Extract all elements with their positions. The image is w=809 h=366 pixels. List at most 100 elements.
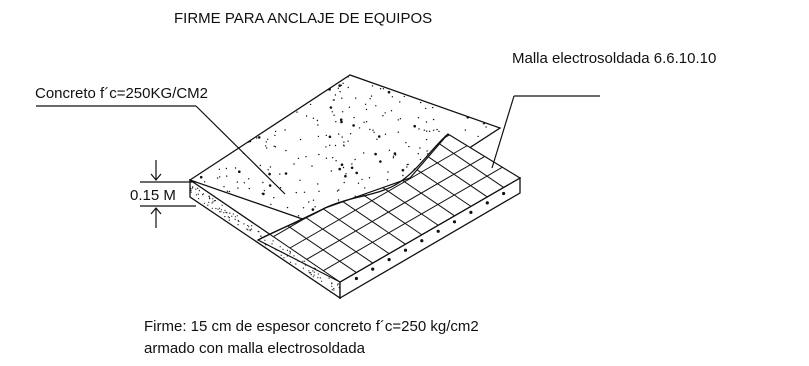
drawing-title: FIRME PARA ANCLAJE DE EQUIPOS	[174, 10, 433, 27]
speckle-dot	[459, 108, 463, 111]
speckle-dot	[478, 79, 480, 82]
speckle-dot	[497, 79, 499, 81]
speckle-dot	[215, 107, 218, 110]
speckle-dot	[379, 88, 382, 90]
speckle-dot	[194, 103, 197, 105]
speckle-dot	[267, 169, 269, 171]
speckle-dot	[496, 224, 499, 226]
speckle-dot	[284, 129, 286, 131]
speckle-dot	[247, 123, 251, 127]
speckle-dot	[313, 271, 315, 273]
speckle-dot	[364, 103, 367, 106]
speckle-dot	[338, 75, 341, 78]
speckle-dot	[289, 253, 291, 255]
speckle-dot	[297, 260, 299, 262]
speckle-dot	[386, 179, 389, 181]
speckle-dot	[479, 113, 481, 116]
speckle-dot	[370, 80, 373, 82]
speckle-dot	[290, 261, 292, 263]
speckle-dot	[317, 135, 320, 138]
speckle-dot	[337, 283, 339, 285]
speckle-dot	[219, 176, 221, 178]
speckle-dot	[270, 77, 272, 79]
speckle-dot	[194, 128, 198, 131]
speckle-dot	[267, 89, 271, 93]
speckle-dot	[336, 190, 339, 192]
speckle-dot	[207, 204, 209, 206]
speckle-dot	[282, 248, 284, 250]
speckle-dot	[280, 254, 282, 256]
speckle-dot	[261, 192, 263, 195]
speckle-dot	[226, 124, 228, 126]
rebar-end	[485, 201, 489, 205]
speckle-dot	[277, 75, 279, 76]
speckle-dot	[425, 121, 428, 123]
speckle-dot	[243, 223, 245, 225]
speckle-dot	[355, 97, 357, 99]
speckle-dot	[231, 215, 233, 217]
speckle-dot	[489, 222, 491, 224]
speckle-dot	[393, 86, 395, 89]
speckle-dot	[243, 182, 246, 184]
speckle-dot	[387, 171, 389, 173]
speckle-dot	[208, 79, 211, 81]
speckle-dot	[198, 143, 200, 145]
speckle-dot	[226, 212, 228, 214]
speckle-dot	[274, 130, 277, 133]
speckle-dot	[196, 232, 197, 233]
speckle-dot	[300, 86, 303, 89]
speckle-dot	[198, 128, 200, 131]
speckle-dot	[221, 204, 223, 206]
speckle-dot	[297, 215, 300, 217]
speckle-dot	[294, 91, 297, 93]
speckle-dot	[308, 201, 310, 203]
speckle-dot	[423, 89, 426, 92]
speckle-dot	[304, 260, 306, 262]
speckle-dot	[464, 129, 467, 131]
speckle-dot	[225, 211, 227, 213]
speckle-dot	[365, 108, 368, 111]
speckle-dot	[218, 191, 221, 193]
speckle-dot	[488, 111, 490, 114]
speckle-dot	[394, 154, 397, 156]
speckle-dot	[263, 100, 267, 103]
speckle-dot	[358, 127, 361, 129]
speckle-dot	[227, 216, 229, 218]
speckle-dot	[343, 181, 345, 184]
speckle-dot	[227, 198, 229, 200]
speckle-dot	[426, 150, 428, 152]
speckle-dot	[257, 219, 261, 223]
speckle-dot	[440, 83, 443, 85]
speckle-dot	[295, 263, 297, 265]
speckle-dot	[338, 167, 342, 171]
speckle-dot	[190, 172, 193, 176]
speckle-dot	[426, 130, 428, 132]
speckle-dot	[272, 75, 275, 77]
speckle-dot	[313, 274, 315, 276]
speckle-dot	[340, 84, 343, 87]
speckle-dot	[363, 121, 365, 124]
speckle-dot	[259, 164, 261, 167]
speckle-dot	[342, 82, 344, 85]
speckle-dot	[331, 282, 333, 284]
speckle-dot	[419, 158, 422, 161]
speckle-dot	[391, 96, 394, 98]
speckle-dot	[208, 201, 210, 203]
speckle-dot	[264, 82, 267, 84]
speckle-dot	[392, 157, 395, 159]
speckle-dot	[303, 191, 306, 193]
speckle-dot	[273, 197, 275, 199]
speckle-dot	[260, 235, 262, 237]
speckle-dot	[212, 198, 214, 200]
speckle-dot	[317, 273, 319, 275]
speckle-dot	[251, 225, 253, 227]
speckle-dot	[390, 110, 393, 112]
speckle-dot	[347, 140, 349, 142]
speckle-dot	[303, 263, 305, 265]
speckle-dot	[267, 138, 269, 140]
speckle-dot	[201, 194, 204, 196]
speckle-dot	[369, 98, 371, 100]
slab-top-surface	[188, 74, 502, 233]
speckle-dot	[227, 93, 229, 95]
speckle-dot	[220, 209, 222, 211]
